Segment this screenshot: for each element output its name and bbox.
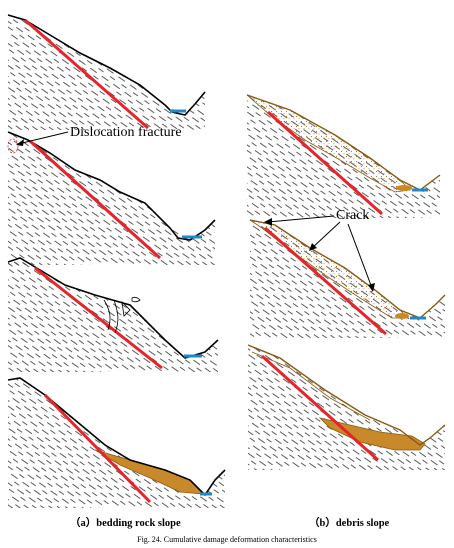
caption-debris-slope: （b）debris slope (309, 518, 390, 529)
sliding-surface (43, 393, 152, 504)
ground-surface (247, 344, 446, 446)
dislocation-fracture-label: Dislocation fracture (70, 125, 182, 140)
panel-a1 (7, 14, 206, 130)
displaced-debris (318, 417, 426, 451)
panel-b3 (247, 344, 446, 470)
toe-debris (395, 313, 409, 319)
ground-surface (249, 219, 446, 319)
sliding-surface (24, 18, 149, 130)
crack-arrow (311, 221, 341, 249)
sliding-surface (264, 226, 387, 336)
caption-bedding-rock-slope: （a）bedding rock slope (70, 518, 181, 529)
arrowhead (16, 139, 24, 146)
arrowhead (368, 283, 375, 292)
sliding-surface (260, 354, 380, 462)
sliding-surface (34, 266, 163, 370)
original-surface (251, 351, 371, 421)
panel-b1 (246, 94, 441, 218)
panel-b2 (249, 215, 446, 338)
toe-debris (396, 185, 412, 191)
arrowhead (309, 243, 317, 251)
arrowhead (264, 218, 272, 226)
crack-arrow (267, 215, 335, 223)
leader-line (17, 131, 69, 145)
sliding-surface (266, 110, 384, 216)
ground-surface (7, 377, 226, 497)
panel-a3 (7, 257, 219, 372)
fracture-marker (7, 138, 19, 154)
panel-a4 (7, 377, 226, 508)
crack-label: Crack (336, 208, 370, 223)
sliding-surface (28, 139, 162, 260)
rock-mass (8, 132, 215, 265)
figure-caption: Fig. 24. Cumulative damage deformation c… (137, 535, 317, 544)
loosened-block (103, 299, 111, 331)
rock-mass (8, 15, 205, 130)
tension-crack (131, 296, 141, 303)
ground-surface (7, 14, 206, 116)
panel-a2 (7, 131, 216, 265)
loosened-block (121, 300, 131, 317)
loosened-block (113, 299, 119, 334)
crack-arrow (347, 223, 373, 289)
